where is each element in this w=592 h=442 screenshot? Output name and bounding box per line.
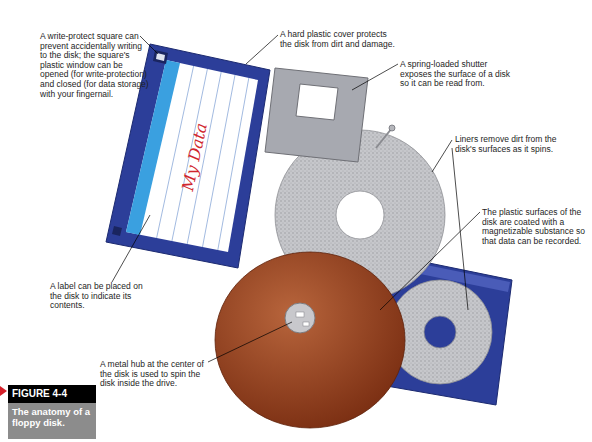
callout-text: A write-protect square can prevent accid… <box>40 32 150 99</box>
hub-hole <box>303 322 309 326</box>
handwritten-label: My Data <box>176 111 214 203</box>
leader-line <box>380 212 480 310</box>
ruled-line <box>203 75 236 247</box>
figure-caption: The anatomy of a floppy disk. <box>12 406 94 428</box>
callout-text: A spring-loaded shutter exposes the surf… <box>400 60 518 89</box>
spring-head <box>389 125 395 131</box>
write-protect-square <box>153 50 168 64</box>
shutter-spring <box>376 128 392 148</box>
leader-line <box>352 64 398 90</box>
figure-number: FIGURE 4-4 <box>12 388 96 400</box>
callout-text: A metal hub at the center of the disk is… <box>100 360 208 389</box>
leader-line <box>246 35 278 64</box>
metal-hub <box>285 303 315 333</box>
callout-text: The plastic surfaces of the disk are coa… <box>482 208 588 246</box>
leader-line <box>112 215 150 282</box>
callout-text: A label can be placed on the disk to ind… <box>50 282 150 311</box>
leader-line <box>208 322 292 362</box>
figure-marker <box>0 386 7 396</box>
write-protect-window <box>156 53 165 61</box>
label-ruling <box>157 66 249 250</box>
ruled-line <box>218 78 249 250</box>
callout-text: A hard plastic cover protects the disk f… <box>280 30 398 49</box>
figure-band <box>8 385 96 403</box>
hub-hole <box>296 312 304 317</box>
metal-shutter <box>265 68 368 162</box>
leader-line <box>432 140 452 172</box>
jacket-hole <box>112 226 122 236</box>
callout-text: Liners remove dirt from the disk's surfa… <box>455 135 563 154</box>
caption-band <box>8 403 96 439</box>
magnetic-disk <box>215 252 405 428</box>
leader-line <box>452 148 468 310</box>
leader-line <box>140 36 158 54</box>
